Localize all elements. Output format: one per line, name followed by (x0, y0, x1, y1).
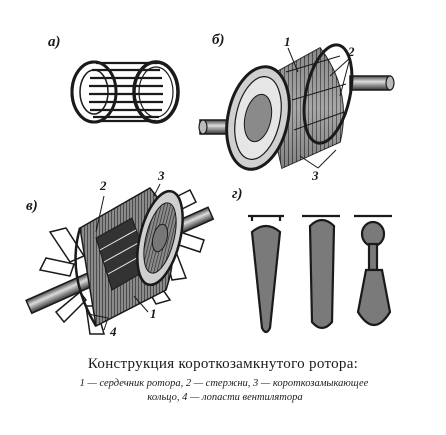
label-v: в) (26, 198, 38, 214)
callout-v-bars: 2 (100, 178, 107, 193)
callout-v-core: 1 (150, 306, 157, 321)
rotor-figure (25, 43, 395, 335)
callout-b-core: 1 (284, 34, 291, 49)
label-g: г) (232, 186, 243, 202)
callout-v-blades: 4 (110, 324, 117, 339)
callout-b-bars: 2 (348, 44, 355, 59)
caption-legend-line2: кольцо, 4 — лопасти вентилятора (147, 392, 303, 403)
caption-title: Конструкция короткозамкнутого ротора: (87, 356, 359, 372)
label-b: б) (212, 32, 225, 48)
rotor-assembled-drawing (198, 43, 395, 171)
callout-v-ring: 3 (158, 168, 165, 183)
caption-legend-line1: 1 — сердечник ротора, 2 — стержни, 3 — к… (79, 378, 369, 389)
callout-b-ring: 3 (312, 168, 319, 183)
squirrel-cage-drawing (70, 60, 180, 124)
bar-profiles-drawing (248, 214, 392, 334)
label-a: а) (48, 34, 61, 50)
rotor-fan-drawing (25, 183, 215, 335)
